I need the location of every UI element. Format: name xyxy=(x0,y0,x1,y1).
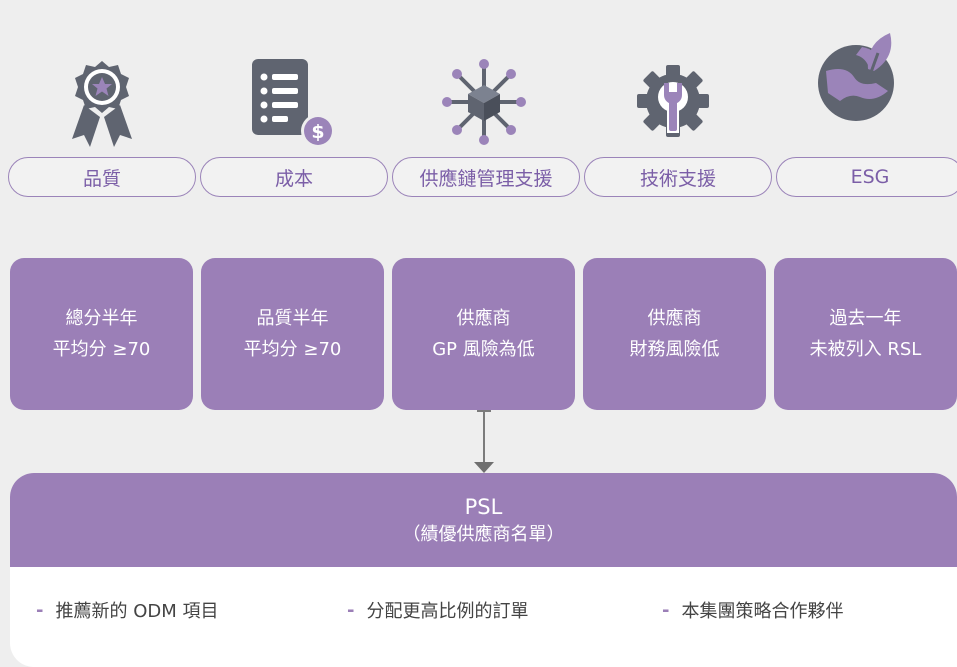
criteria-box-tech-support: 供應商 財務風險低 xyxy=(583,258,766,410)
psl-header: PSL （績優供應商名單） xyxy=(10,473,957,567)
criteria-line: 未被列入 RSL xyxy=(809,339,922,360)
criteria-box-esg: 過去一年 未被列入 RSL xyxy=(774,258,957,410)
network-cube-icon xyxy=(434,52,534,152)
globe-leaf-icon xyxy=(814,8,904,158)
criteria-line: 平均分 ≥70 xyxy=(243,339,342,360)
criteria-line: 總分半年 xyxy=(65,308,138,329)
svg-text:$: $ xyxy=(311,121,324,143)
criteria-line: 供應商 xyxy=(456,308,511,329)
arrow-line xyxy=(483,410,485,464)
benefit-item: - 推薦新的 ODM 項目 xyxy=(36,597,219,623)
criteria-box-cost: 品質半年 平均分 ≥70 xyxy=(201,258,384,410)
criteria-line: 品質半年 xyxy=(256,308,329,329)
psl-panel: PSL （績優供應商名單） - 推薦新的 ODM 項目 - 分配更高比例的訂單 … xyxy=(10,473,957,667)
benefit-text: 分配更高比例的訂單 xyxy=(366,601,529,622)
benefit-item: - 分配更高比例的訂單 xyxy=(347,597,528,623)
criteria-box-quality: 總分半年 平均分 ≥70 xyxy=(10,258,193,410)
criteria-line: 過去一年 xyxy=(829,308,902,329)
category-pill-tech-support: 技術支援 xyxy=(584,157,772,197)
category-pill-supply-chain: 供應鏈管理支援 xyxy=(392,157,580,197)
gear-wrench-icon xyxy=(633,52,713,152)
criteria-line: 供應商 xyxy=(647,308,702,329)
bullet-dash: - xyxy=(347,599,355,621)
bullet-dash: - xyxy=(36,599,44,621)
checklist-dollar-icon: $ xyxy=(246,52,346,152)
bullet-dash: - xyxy=(662,599,670,621)
category-pill-esg: ESG xyxy=(776,157,957,197)
award-ribbon-icon xyxy=(67,52,137,152)
criteria-line: 財務風險低 xyxy=(629,339,720,360)
psl-title: PSL xyxy=(464,495,503,519)
psl-subtitle: （績優供應商名單） xyxy=(402,524,565,545)
criteria-line: GP 風險為低 xyxy=(432,339,535,360)
benefit-text: 推薦新的 ODM 項目 xyxy=(55,601,219,622)
category-pill-quality: 品質 xyxy=(8,157,196,197)
criteria-box-supply-chain: 供應商 GP 風險為低 xyxy=(392,258,575,410)
benefit-item: - 本集團策略合作夥伴 xyxy=(662,597,843,623)
criteria-line: 平均分 ≥70 xyxy=(52,339,151,360)
arrow-down-icon xyxy=(474,462,494,473)
benefit-text: 本集團策略合作夥伴 xyxy=(681,601,844,622)
category-pill-cost: 成本 xyxy=(200,157,388,197)
